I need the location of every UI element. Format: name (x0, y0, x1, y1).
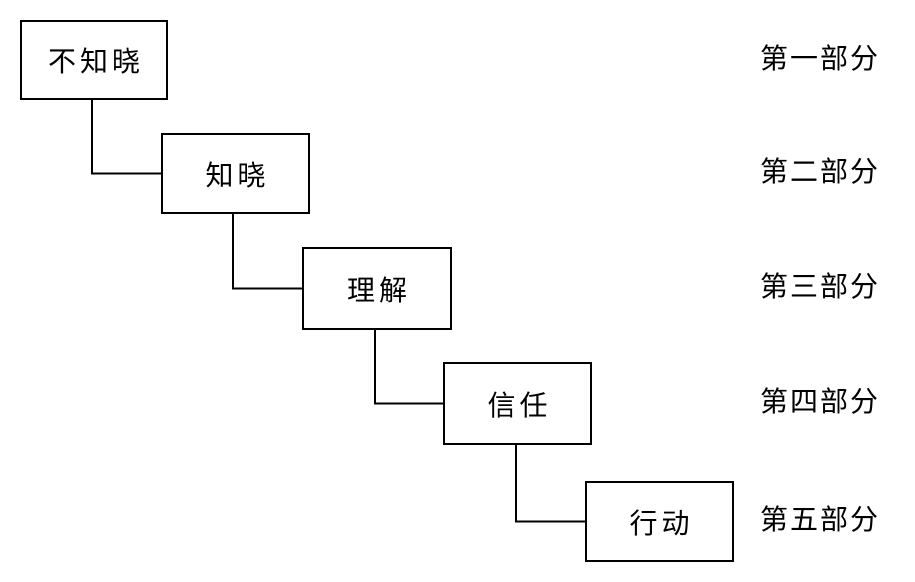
connector-step2-step3 (232, 214, 302, 290)
part-label-5: 第五部分 (760, 505, 881, 536)
step-label: 知晓 (205, 160, 270, 192)
connector-step1-step2 (91, 100, 161, 175)
part-label-1: 第一部分 (760, 44, 881, 75)
step-label: 理解 (346, 275, 411, 307)
step-box-understand: 理解 (302, 247, 452, 330)
part-label-2: 第二部分 (760, 157, 881, 188)
step-label: 行动 (629, 508, 694, 540)
step-box-trust: 信任 (443, 362, 592, 445)
step-box-unaware: 不知晓 (20, 20, 168, 100)
connector-step3-step4 (374, 330, 443, 405)
step-label: 信任 (487, 390, 552, 422)
step-box-aware: 知晓 (161, 133, 310, 214)
step-box-action: 行动 (585, 481, 734, 562)
connector-step4-step5 (515, 445, 585, 523)
part-label-4: 第四部分 (760, 387, 881, 418)
step-label: 不知晓 (47, 47, 144, 78)
part-label-3: 第三部分 (760, 272, 881, 303)
